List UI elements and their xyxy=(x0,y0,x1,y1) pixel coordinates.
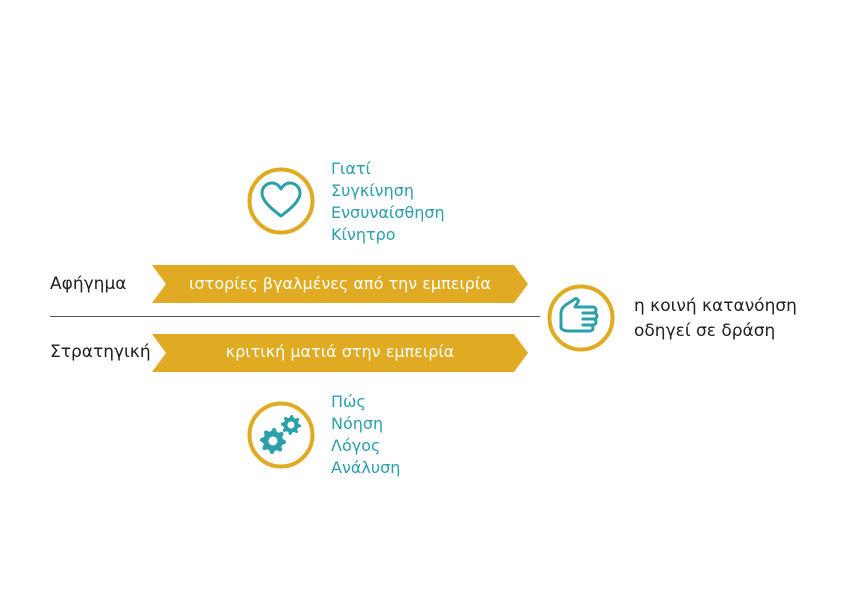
hand-icon xyxy=(547,284,615,352)
word-item: Γιατί xyxy=(331,159,371,178)
word-item: Συγκίνηση xyxy=(331,181,415,200)
word-item: Λόγος xyxy=(331,436,381,455)
row-label-narrative: Αφήγημα xyxy=(50,274,127,294)
heart-icon-badge xyxy=(246,166,316,236)
outcome-line-1: η κοινή κατανόηση xyxy=(634,296,797,316)
word-item: Νόηση xyxy=(331,414,384,433)
chevron-strategy: κριτική ματιά στην εμπειρία xyxy=(152,334,528,372)
how-word-list: Πώς Νόηση Λόγος Ανάλυση xyxy=(331,391,400,479)
hand-icon-badge xyxy=(546,283,616,353)
chevron-narrative-text: ιστορίες βγαλμένες από την εμπειρία xyxy=(189,274,491,293)
chevron-shape xyxy=(152,334,528,372)
word-item: Πώς xyxy=(331,392,366,411)
divider-line xyxy=(50,316,540,317)
word-item: Ανάλυση xyxy=(331,458,401,477)
row-label-strategy: Στρατηγική xyxy=(50,342,151,362)
gears-icon xyxy=(247,401,315,469)
word-item: Ενσυναίσθηση xyxy=(331,203,445,222)
chevron-shape xyxy=(152,265,528,303)
why-word-list: Γιατί Συγκίνηση Ενσυναίσθηση Κίνητρο xyxy=(331,158,445,246)
chevron-narrative: ιστορίες βγαλμένες από την εμπειρία xyxy=(152,265,528,303)
small-gear-hole xyxy=(287,421,295,429)
large-gear-hole xyxy=(268,436,278,446)
word-item: Κίνητρο xyxy=(331,225,396,244)
outcome-line-2: οδηγεί σε δράση xyxy=(634,321,776,341)
outcome-text: η κοινή κατανόηση οδηγεί σε δράση xyxy=(634,294,797,344)
chevron-strategy-text: κριτική ματιά στην εμπειρία xyxy=(225,342,455,361)
gears-icon-badge xyxy=(246,400,316,470)
heart-icon xyxy=(247,167,315,235)
